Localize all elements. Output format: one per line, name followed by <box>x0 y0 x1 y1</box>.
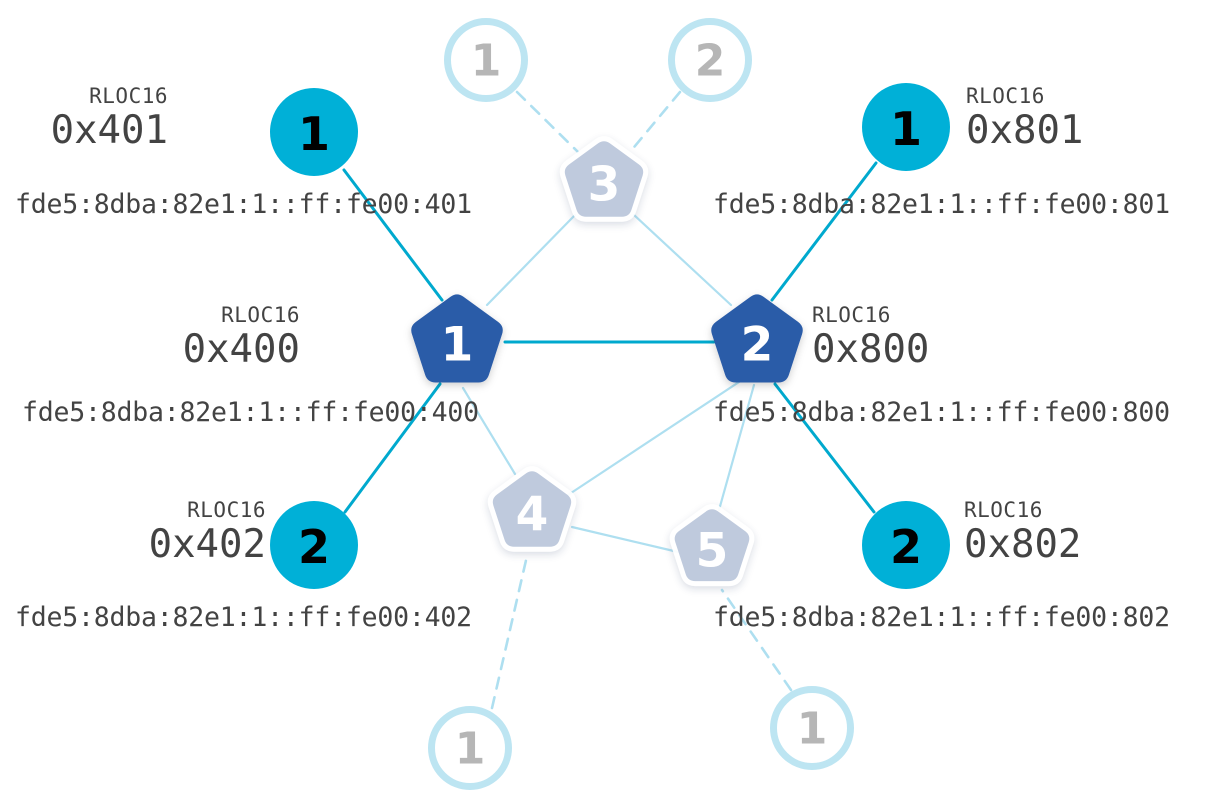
ghost-child-node: 1 <box>770 686 854 770</box>
child-number: 1 <box>298 107 330 161</box>
ghost-children-group: 1 2 1 1 <box>428 18 854 790</box>
rloc16-caption: RLOC16 <box>89 84 168 108</box>
link <box>485 213 577 307</box>
rloc16-value: 0x801 <box>966 108 1084 153</box>
link <box>342 168 444 302</box>
ghost-dashed-links <box>490 90 793 710</box>
router-number: 2 <box>741 318 774 373</box>
link <box>717 383 756 512</box>
rloc16-caption: RLOC16 <box>812 303 891 327</box>
ghost-solid-links <box>461 213 756 554</box>
child-ipv6-address: fde5:8dba:82e1:1::ff:fe00:802 <box>713 602 1170 633</box>
router-ipv6-address: fde5:8dba:82e1:1::ff:fe00:800 <box>713 397 1170 428</box>
rloc16-caption: RLOC16 <box>966 84 1045 108</box>
link <box>566 378 744 497</box>
link <box>461 386 517 476</box>
rloc16-value: 0x402 <box>148 522 266 567</box>
link <box>628 90 682 154</box>
link <box>720 588 793 692</box>
link <box>773 382 876 514</box>
router-node[interactable]: 2 <box>711 294 803 383</box>
child-number: 2 <box>890 520 922 574</box>
link <box>343 382 442 514</box>
rloc16-value: 0x401 <box>50 108 168 153</box>
child-number: 1 <box>890 102 922 156</box>
ghost-router-node: 5 <box>669 504 755 587</box>
ghost-child-node: 2 <box>668 18 752 102</box>
router-ipv6-address: fde5:8dba:82e1:1::ff:fe00:400 <box>22 397 479 428</box>
rloc16-caption: RLOC16 <box>964 498 1043 522</box>
ghost-child-number: 1 <box>797 704 828 755</box>
ghost-child-number: 1 <box>471 36 502 87</box>
child-ipv6-address: fde5:8dba:82e1:1::ff:fe00:801 <box>713 189 1170 220</box>
ghost-router-number: 4 <box>516 488 549 543</box>
link <box>570 525 680 554</box>
child-ipv6-address: fde5:8dba:82e1:1::ff:fe00:401 <box>15 189 472 220</box>
link <box>515 90 580 154</box>
ghost-child-number: 1 <box>455 724 486 775</box>
ghost-routers-group: 3 4 5 <box>487 136 755 587</box>
active-links <box>342 161 878 514</box>
child-node[interactable]: 2 <box>862 501 950 589</box>
ghost-child-node: 1 <box>444 18 528 102</box>
ghost-router-number: 3 <box>588 158 621 213</box>
link <box>632 213 733 307</box>
rloc16-caption: RLOC16 <box>221 303 300 327</box>
child-number: 2 <box>298 520 330 574</box>
ghost-router-number: 5 <box>696 524 729 579</box>
link <box>770 161 878 302</box>
ghost-child-number: 2 <box>695 36 726 87</box>
router-node[interactable]: 1 <box>411 294 503 383</box>
rloc16-value: 0x400 <box>182 327 300 372</box>
rloc16-value: 0x800 <box>812 327 930 372</box>
ghost-router-node: 3 <box>559 136 649 222</box>
rloc16-caption: RLOC16 <box>187 498 266 522</box>
ghost-router-node: 4 <box>487 466 577 552</box>
ghost-child-node: 1 <box>428 706 512 790</box>
child-ipv6-address: fde5:8dba:82e1:1::ff:fe00:402 <box>15 602 472 633</box>
link <box>490 554 529 710</box>
child-node[interactable]: 1 <box>270 88 358 176</box>
child-node[interactable]: 2 <box>270 501 358 589</box>
rloc16-value: 0x802 <box>964 522 1082 567</box>
child-node[interactable]: 1 <box>862 83 950 171</box>
router-number: 1 <box>441 318 474 373</box>
